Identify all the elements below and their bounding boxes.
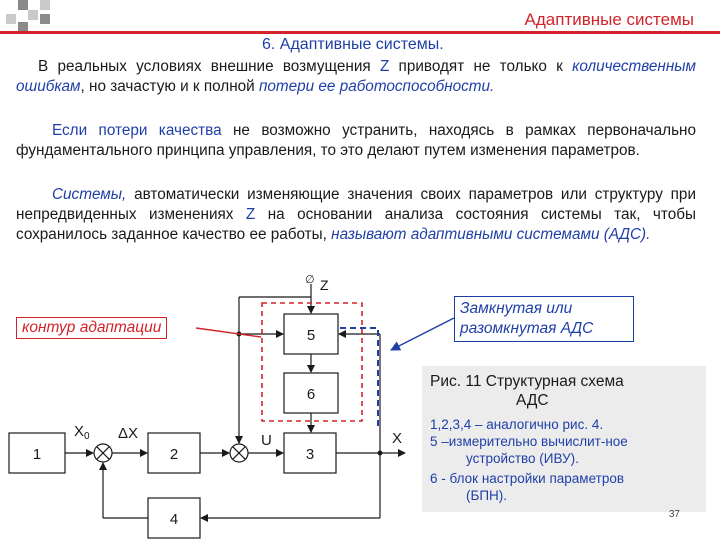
paragraph-2: Если потери качества не возможно устрани… [16, 121, 696, 161]
block-2-label: 2 [170, 446, 178, 463]
callout-loop-pointer [195, 327, 262, 338]
p3-emphasis: Системы, [52, 186, 127, 203]
block-4 [147, 497, 201, 539]
ads-type-indicator [340, 327, 379, 426]
callout-type-pointer [390, 317, 455, 351]
callout-adaptation-loop: контур адаптации [16, 317, 168, 339]
caption-title: Рис. 11 Структурная схема АДС [430, 372, 624, 410]
caption-line-1: 1,2,3,4 – аналогично рис. 4. [430, 417, 604, 432]
paragraph-1: В реальных условиях внешние возмущения Z… [16, 57, 696, 97]
title-divider [0, 31, 720, 34]
block-1-label: 1 [33, 446, 41, 463]
block-3-label: 3 [306, 446, 314, 463]
block-3 [283, 432, 337, 474]
p1-emphasis-2: потери ее работоспособности. [258, 78, 495, 95]
decor-square [18, 22, 28, 32]
p1-text-3: , но зачастую и к полной [80, 78, 259, 95]
decor-square [28, 10, 38, 20]
decor-square [40, 14, 50, 24]
block-5-label: 5 [307, 327, 315, 344]
callout-ads-type: Замкнутая или разомкнутая АДС [454, 296, 634, 342]
junction-dot [377, 450, 383, 456]
page-number: 37 [668, 509, 680, 520]
label-z: Z [320, 277, 329, 293]
slide-title: Адаптивные системы [524, 10, 694, 29]
decor-square [18, 0, 28, 10]
caption-line-4: 6 - блок настройки параметров [430, 471, 625, 486]
summing-junction-1 [93, 443, 113, 463]
p1-text-2: приводят не только к [389, 58, 573, 75]
p1-text: В реальных условиях внешние возмущения [38, 58, 380, 75]
p3-emphasis-2: называют адаптивными системами (АДС). [331, 226, 651, 243]
callout-ads-type-line1: Замкнутая или [460, 300, 573, 317]
decor-square [40, 0, 50, 10]
p1-emphasis: количественным ошибкам [16, 58, 696, 95]
caption-line-3: устройство (ИВУ). [466, 451, 579, 466]
label-u: U [261, 432, 272, 449]
caption-title-line2: АДС [516, 392, 549, 409]
block-4-label: 4 [170, 511, 178, 528]
figure-caption: Рис. 11 Структурная схема АДС 1,2,3,4 – … [422, 366, 706, 512]
paragraph-3: Системы, автоматически изменяющие значен… [16, 185, 696, 245]
caption-line-2: 5 –измерительно вычислит-ное [430, 434, 628, 449]
p1-z: Z [379, 58, 390, 75]
p3-z: Z [245, 206, 256, 223]
summing-junction-2 [229, 443, 249, 463]
p3-text: автоматически изменяющие значения своих … [16, 186, 696, 223]
label-x-out: X [392, 430, 402, 447]
label-x0: X0 [74, 423, 90, 442]
callout-ads-type-line2: разомкнутая АДС [460, 320, 594, 337]
block-2 [147, 432, 201, 474]
label-delta-x: ΔX [118, 425, 138, 442]
block-6 [283, 372, 339, 414]
adaptation-loop-contour [261, 302, 363, 422]
decor-square [6, 14, 16, 24]
section-heading: 6. Адаптивные системы. [262, 36, 444, 53]
caption-title-line1: Рис. 11 Структурная схема [430, 373, 624, 390]
label-z-mark: ∅ [305, 274, 315, 286]
caption-line-5: (БПН). [466, 488, 508, 503]
p2-emphasis: Если потери качества [52, 122, 222, 139]
block-6-label: 6 [307, 386, 315, 403]
p3-text-2: на основании анализа состояния системы т… [16, 206, 696, 243]
p2-text: не возможно устранить, находясь в рамках… [16, 122, 696, 159]
